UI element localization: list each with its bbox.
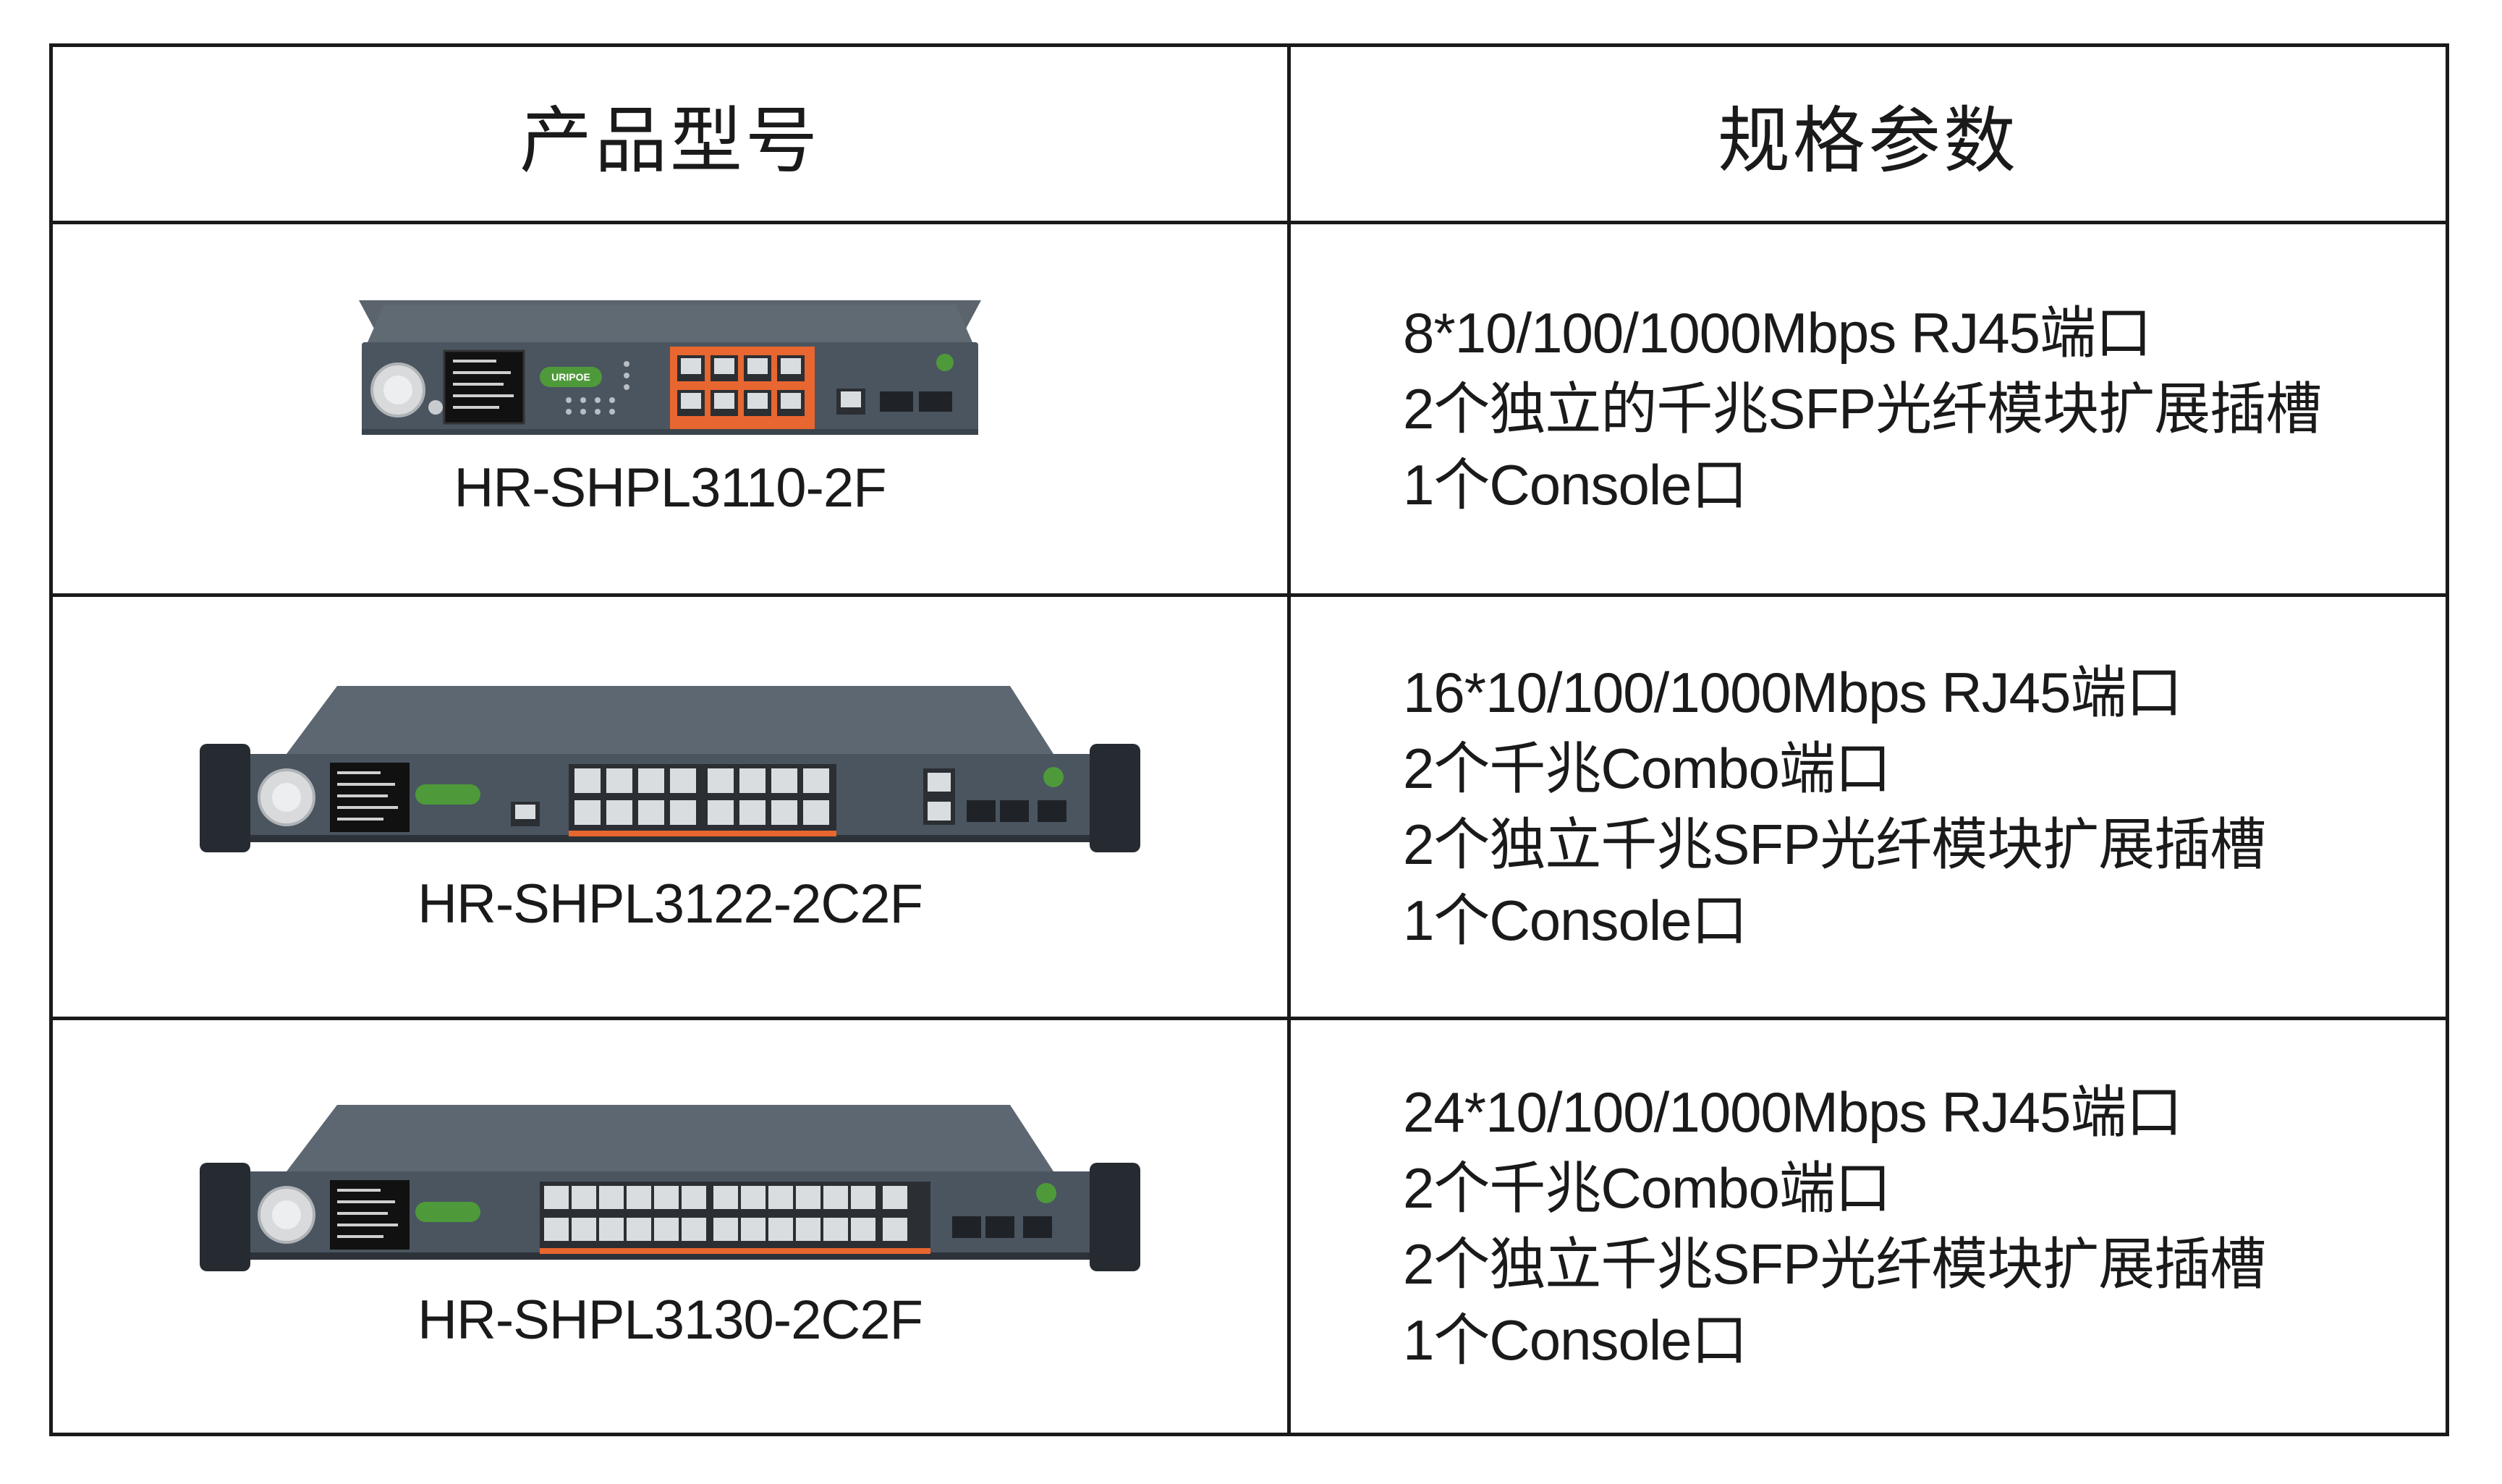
model-cell: HR-SHPL3130-2C2F bbox=[49, 1017, 1291, 1436]
model-cell: URIPOE bbox=[49, 221, 1291, 597]
model-cell: HR-SHPL3122-2C2F bbox=[49, 593, 1291, 1020]
rackmount-switch-16-image bbox=[200, 685, 1140, 852]
spec-line: 2个独立千兆SFP光纤模块扩展插槽 bbox=[1403, 1232, 2266, 1296]
table-row: URIPOE bbox=[49, 221, 2449, 597]
spec-line: 1个Console口 bbox=[1403, 889, 1748, 952]
rackmount-switch-24-image bbox=[200, 1104, 1140, 1271]
spec-line: 2个独立千兆SFP光纤模块扩展插槽 bbox=[1403, 813, 2266, 876]
header-model: 产品型号 bbox=[49, 43, 1291, 224]
header-row: 产品型号 规格参数 bbox=[49, 43, 2449, 224]
spec-cell: 16*10/100/1000Mbps RJ45端口 2个千兆Combo端口 2个… bbox=[1287, 593, 2449, 1020]
spec-line: 1个Console口 bbox=[1403, 1308, 1748, 1372]
spec-cell: 24*10/100/1000Mbps RJ45端口 2个千兆Combo端口 2个… bbox=[1287, 1017, 2449, 1436]
spec-table: 产品型号 规格参数 bbox=[49, 43, 2449, 1436]
spec-line: 24*10/100/1000Mbps RJ45端口 bbox=[1403, 1080, 2182, 1144]
spec-line: 1个Console口 bbox=[1403, 452, 1748, 517]
model-name: HR-SHPL3130-2C2F bbox=[417, 1289, 923, 1351]
table-row: HR-SHPL3130-2C2F 24*10/100/1000Mbps RJ45… bbox=[49, 1017, 2449, 1436]
spec-line: 2个独立的千兆SFP光纤模块扩展插槽 bbox=[1403, 376, 2322, 441]
spec-line: 8*10/100/1000Mbps RJ45端口 bbox=[1403, 300, 2152, 365]
table-row: HR-SHPL3122-2C2F 16*10/100/1000Mbps RJ45… bbox=[49, 593, 2449, 1020]
header-spec: 规格参数 bbox=[1287, 43, 2449, 224]
desktop-switch-image: URIPOE bbox=[359, 300, 981, 435]
spec-line: 2个千兆Combo端口 bbox=[1403, 737, 1891, 800]
model-name: HR-SHPL3110-2F bbox=[454, 457, 886, 519]
model-name: HR-SHPL3122-2C2F bbox=[417, 873, 923, 935]
spec-line: 2个千兆Combo端口 bbox=[1403, 1156, 1891, 1220]
device-logo: URIPOE bbox=[551, 371, 590, 383]
spec-cell: 8*10/100/1000Mbps RJ45端口 2个独立的千兆SFP光纤模块扩… bbox=[1287, 221, 2449, 597]
spec-line: 16*10/100/1000Mbps RJ45端口 bbox=[1403, 661, 2182, 724]
